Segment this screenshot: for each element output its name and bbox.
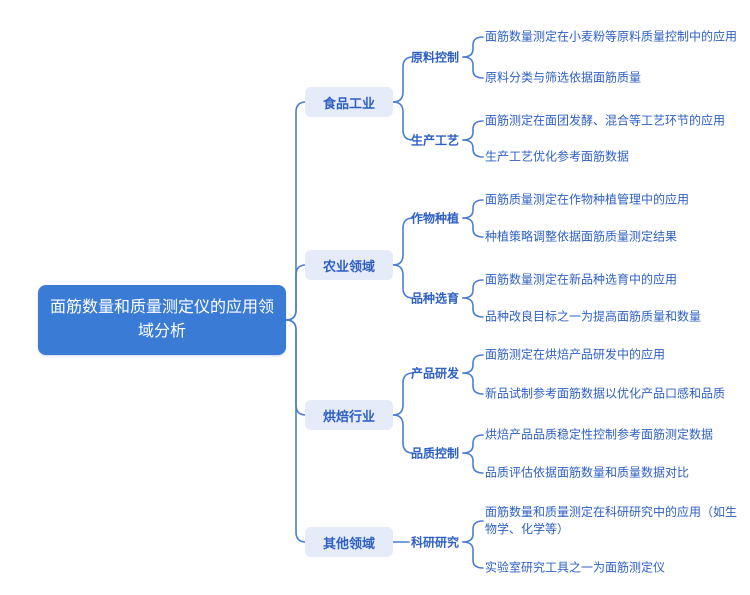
subtopic-crop-planting[interactable]: 作物种植 bbox=[411, 211, 460, 226]
leaf-text[interactable]: 面筋测定在烘焙产品研发中的应用 bbox=[485, 347, 666, 362]
subtopic-production-process[interactable]: 生产工艺 bbox=[411, 133, 460, 148]
branch-node-agriculture[interactable]: 农业领域 bbox=[305, 250, 393, 280]
branch-node-baking[interactable]: 烘焙行业 bbox=[305, 400, 393, 430]
subtopic-product-rd[interactable]: 产品研发 bbox=[411, 366, 460, 381]
leaf-text[interactable]: 品种改良目标之一为提高面筋质量和数量 bbox=[485, 309, 702, 324]
leaf-text[interactable]: 实验室研究工具之一为面筋测定仪 bbox=[485, 560, 666, 575]
leaf-text[interactable]: 生产工艺优化参考面筋数据 bbox=[485, 149, 630, 164]
subtopic-breeding[interactable]: 品种选育 bbox=[411, 291, 460, 306]
leaf-text[interactable]: 原料分类与筛选依据面筋质量 bbox=[485, 70, 642, 85]
leaf-text[interactable]: 面筋质量测定在作物种植管理中的应用 bbox=[485, 192, 690, 207]
branch-node-food-industry[interactable]: 食品工业 bbox=[305, 87, 393, 117]
subtopic-scientific-research[interactable]: 科研研究 bbox=[411, 535, 460, 550]
leaf-text[interactable]: 种植策略调整依据面筋质量测定结果 bbox=[485, 229, 678, 244]
leaf-text[interactable]: 品质评估依据面筋数量和质量数据对比 bbox=[485, 465, 690, 480]
leaf-text[interactable]: 新品试制参考面筋数据以优化产品口感和品质 bbox=[485, 386, 726, 401]
subtopic-raw-material-control[interactable]: 原料控制 bbox=[411, 50, 460, 65]
leaf-text[interactable]: 面筋数量测定在小麦粉等原料质量控制中的应用 bbox=[485, 29, 738, 44]
subtopic-quality-control[interactable]: 品质控制 bbox=[411, 446, 460, 461]
leaf-text[interactable]: 烘焙产品品质稳定性控制参考面筋测定数据 bbox=[485, 427, 714, 442]
branch-node-other[interactable]: 其他领域 bbox=[305, 527, 393, 557]
leaf-text[interactable]: 面筋数量和质量测定在科研研究中的应用（如生物学、化学等） bbox=[485, 505, 738, 536]
leaf-text[interactable]: 面筋测定在面团发酵、混合等工艺环节的应用 bbox=[485, 113, 726, 128]
leaf-text[interactable]: 面筋数量测定在新品种选育中的应用 bbox=[485, 272, 678, 287]
root-node[interactable]: 面筋数量和质量测定仪的应用领域分析 bbox=[38, 285, 286, 355]
